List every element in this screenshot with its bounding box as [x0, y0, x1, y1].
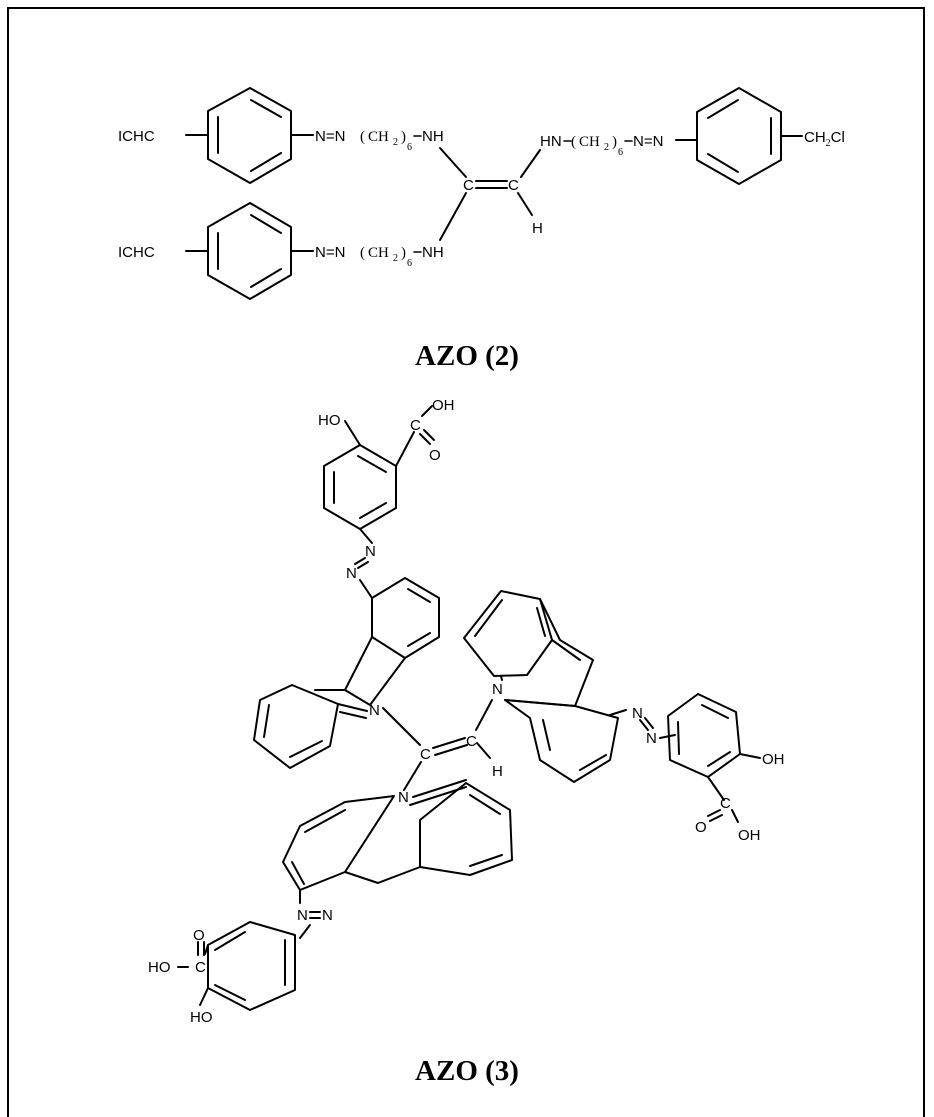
svg-text:): ) — [401, 245, 406, 261]
azo3-c-top: C — [410, 417, 421, 434]
azo3-carbazole-a-ring2 — [253, 684, 368, 769]
azo3-n-top-2: N — [346, 565, 357, 582]
azo3-salicylic-ring-top — [323, 444, 397, 530]
azo2-benzene-bottom-left — [207, 202, 292, 300]
azo2-bond-c1-nh2 — [439, 192, 467, 241]
azo3-ho-top: HO — [318, 412, 341, 429]
azo2-paren-close-top: ) — [401, 129, 406, 145]
azo3-ho-bottom-2: HO — [190, 1009, 213, 1026]
azo2-ch2-sub-bottom: 2 — [393, 253, 398, 264]
azo2-nh-bottom: NH — [422, 244, 444, 261]
azo2-six-right: 6 — [618, 147, 623, 158]
azo2-benzene-right — [696, 87, 782, 185]
azo2-h: H — [532, 220, 543, 237]
azo3-o-bottom: O — [193, 927, 205, 944]
azo3-carbazole-b-ring1 — [463, 590, 553, 681]
azo2-c1: C — [463, 177, 474, 194]
azo3-carbazole-a-ring1 — [371, 577, 440, 659]
azo2-ch2-bottom: CH — [368, 245, 389, 261]
azo3-n-right-1: N — [632, 705, 643, 722]
azo3-salicylic-ring-bottom — [207, 921, 296, 1011]
azo2-bond-c2-hn — [520, 149, 541, 178]
azo2-six-bottom: 6 — [407, 258, 412, 269]
azo2-hn-right: HN — [540, 133, 562, 150]
azo3-oh-top: OH — [432, 397, 455, 414]
azo2-bond-nh-c1 — [439, 147, 467, 178]
azo2-ch2-sub-top: 2 — [393, 137, 398, 148]
azo2-ch2-right: CH — [579, 134, 600, 150]
figure-frame — [7, 7, 925, 1117]
azo3-caption: AZO (3) — [415, 1055, 519, 1087]
azo2-ich2c-tl: ICH2C — [118, 128, 155, 145]
azo3-carbazole-c-ring1 — [282, 795, 395, 891]
azo2-ch2-sub-right: 2 — [604, 142, 609, 153]
azo3-oh-right-1: OH — [762, 751, 785, 768]
svg-text:(: ( — [571, 134, 576, 150]
azo2-ch2cl: CH2Cl — [804, 129, 845, 149]
azo2-benzene-top-left — [207, 87, 292, 184]
azo3-c2: C — [466, 733, 477, 750]
azo3-oh-right-2: OH — [738, 827, 761, 844]
azo2-ch2-top: CH — [368, 129, 389, 145]
azo3-carbazole-b-ring2 — [504, 699, 619, 783]
azo3-n-carbazole-a: N — [369, 702, 380, 719]
azo3-n-bottom-2: N — [322, 907, 333, 924]
azo2-bond-c2-h — [517, 192, 533, 216]
azo3-n-carbazole-c: N — [398, 789, 409, 806]
azo3-structure: HO C OH O N N N — [148, 397, 785, 1026]
azo3-c-right: C — [720, 795, 731, 812]
azo3-n-right-2: N — [646, 730, 657, 747]
azo3-n-bottom-1: N — [297, 907, 308, 924]
azo2-caption: AZO (2) — [415, 340, 519, 372]
azo3-h: H — [492, 763, 503, 780]
svg-text:(: ( — [360, 245, 365, 261]
azo2-six-top: 6 — [407, 142, 412, 153]
azo2-azo-right: N=N — [633, 133, 663, 150]
azo2-c2: C — [508, 177, 519, 194]
azo2-paren-open-top: ( — [360, 129, 365, 145]
azo2-structure: ICH2C N=N ( CH 2 ) 6 NH ICHC N=N ( CH 2 … — [118, 87, 845, 300]
azo2-azo-top: N=N — [315, 128, 345, 145]
svg-text:): ) — [612, 134, 617, 150]
azo3-o-right: O — [695, 819, 707, 836]
azo3-c-bottom: C — [195, 959, 206, 976]
azo2-ich2c-bl: ICHC — [118, 244, 155, 261]
azo3-c1: C — [420, 746, 431, 763]
azo3-carbazole-c-ring2 — [419, 782, 513, 876]
azo3-ho-bottom-1: HO — [148, 959, 171, 976]
azo2-nh-top: NH — [422, 128, 444, 145]
azo2-azo-bottom: N=N — [315, 244, 345, 261]
azo3-salicylic-ring-right — [667, 693, 741, 778]
azo3-n-carbazole-b: N — [492, 681, 503, 698]
azo3-n-top-1: N — [365, 543, 376, 560]
azo3-o-top: O — [429, 447, 441, 464]
